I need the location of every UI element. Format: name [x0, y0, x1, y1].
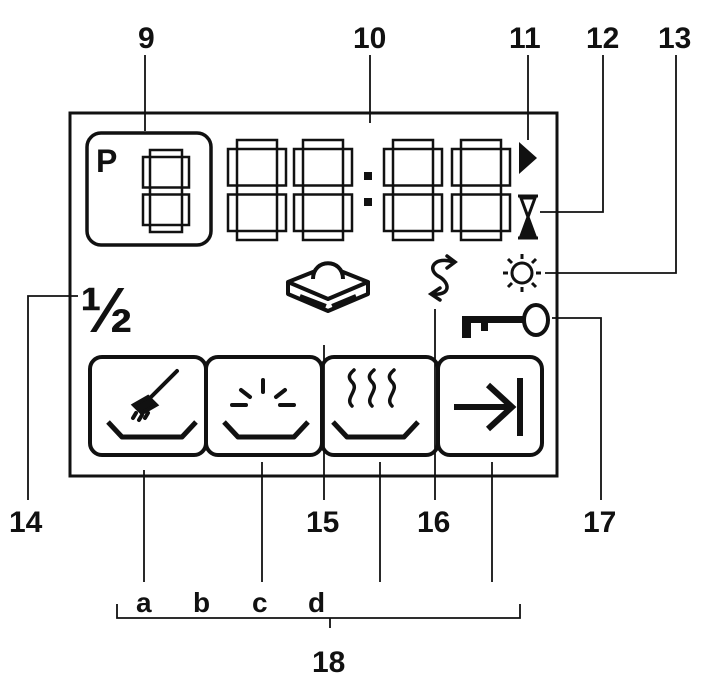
digit-segment [382, 147, 395, 187]
basin-prewash [106, 420, 198, 440]
callout-15: 15 [306, 506, 339, 539]
salt-refill-s-arrows-icon [427, 254, 458, 302]
digit-segment [499, 147, 512, 187]
digit-segment [141, 155, 152, 189]
phase-letter-c: c [252, 587, 268, 618]
digit-segment [459, 184, 503, 196]
digit-segment [226, 193, 239, 233]
digit-segment [459, 229, 503, 242]
digit-segment [226, 147, 239, 187]
callout-14: 14 [9, 506, 43, 539]
digit-segment [431, 147, 444, 187]
hourglass-icon [518, 194, 538, 240]
callout-16: 16 [417, 506, 450, 539]
program-box [85, 131, 213, 247]
digit-segment [301, 184, 345, 196]
seven-segment-digits [141, 138, 512, 242]
sun-icon [503, 254, 541, 292]
arrow-to-bar-icon [454, 378, 523, 436]
detergent-tablet-icon [286, 261, 370, 313]
program-letter: P [96, 143, 117, 179]
callout-9: 9 [138, 22, 155, 55]
digit-segment [301, 229, 345, 242]
digit-segment [292, 193, 305, 233]
digit-segment [235, 229, 279, 242]
digit-segment [235, 184, 279, 196]
seven-segment-digit [226, 138, 288, 242]
seven-segment-digit [382, 138, 444, 242]
digit-segment [148, 186, 184, 196]
sparkle-icon [230, 378, 296, 407]
digit-segment [391, 184, 435, 196]
time-colon [364, 172, 372, 206]
digit-segment [180, 155, 191, 189]
phase-box-dry [320, 355, 440, 457]
callout-11: 11 [509, 22, 541, 55]
digit-segment [341, 147, 354, 187]
digit-segment [180, 193, 191, 227]
callout-13: 13 [658, 22, 691, 55]
play-arrow-icon [519, 142, 537, 174]
digit-segment [292, 147, 305, 187]
key-icon [462, 303, 550, 338]
steam-icon [347, 368, 396, 408]
digit-segment [459, 138, 503, 151]
half-load-symbol: ½ [80, 274, 133, 346]
callout-17: 17 [583, 506, 616, 539]
callout-12: 12 [586, 22, 619, 55]
digit-segment [148, 148, 184, 159]
digit-segment [391, 138, 435, 151]
seven-segment-digit [450, 138, 512, 242]
seven-segment-digit [141, 148, 191, 234]
phase-letter-a: a [136, 587, 152, 618]
digit-segment [275, 193, 288, 233]
callout-10: 10 [353, 22, 386, 55]
brush-icon [130, 369, 179, 422]
leader-lines [27, 55, 677, 628]
digit-segment [235, 138, 279, 151]
digit-segment [499, 193, 512, 233]
digit-segment [141, 193, 152, 227]
seven-segment-digit [292, 138, 354, 242]
basin-dry [331, 420, 420, 440]
phase-letter-d: d [308, 587, 325, 618]
digit-segment [148, 223, 184, 234]
phase-box-wash [204, 355, 324, 457]
digit-segment [341, 193, 354, 233]
digit-segment [301, 138, 345, 151]
phase-row [88, 355, 544, 457]
digit-segment [450, 193, 463, 233]
digit-segment [431, 193, 444, 233]
lcd-panel-frame [68, 111, 559, 478]
callout-18: 18 [312, 646, 345, 679]
phase-box-end [436, 355, 544, 457]
basin-wash [222, 420, 310, 440]
digit-segment [450, 147, 463, 187]
digit-segment [275, 147, 288, 187]
digit-segment [391, 229, 435, 242]
phase-letter-b: b [193, 587, 210, 618]
digit-segment [382, 193, 395, 233]
